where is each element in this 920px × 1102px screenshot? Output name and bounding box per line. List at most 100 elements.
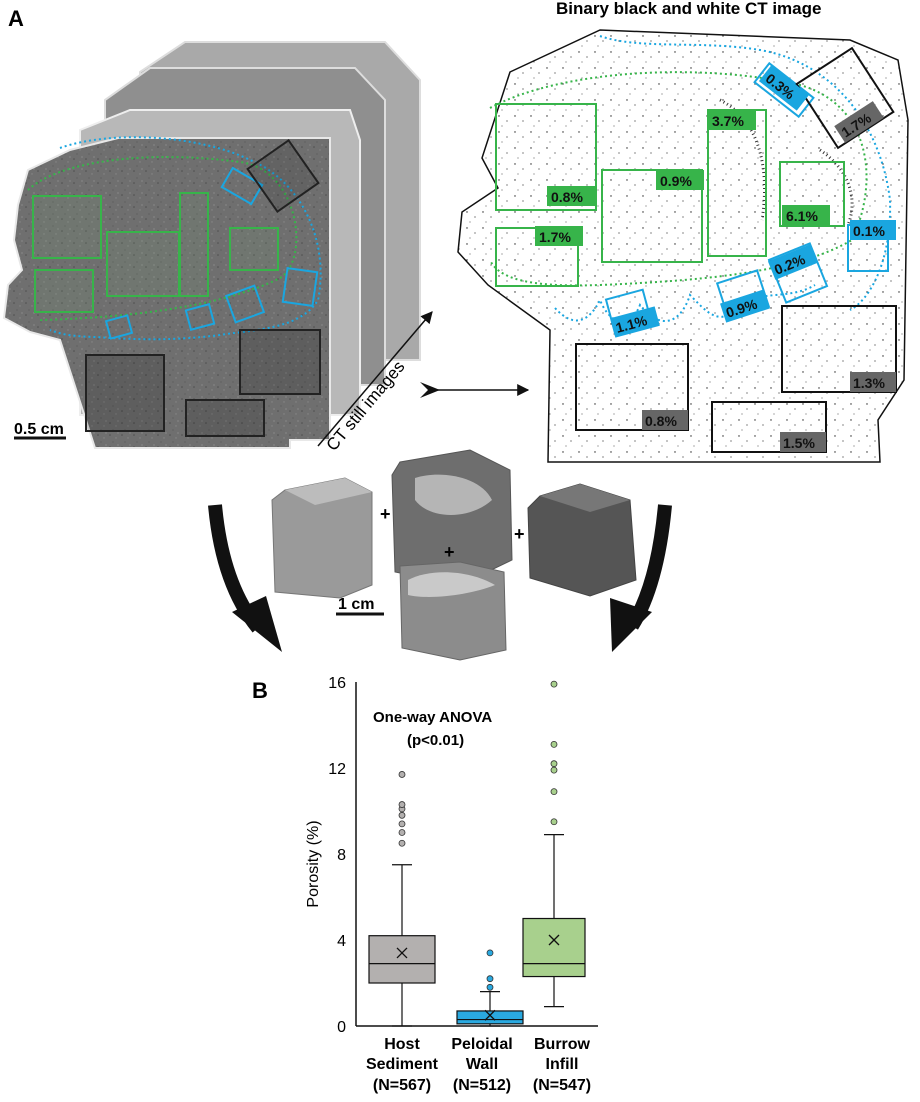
outlier-point — [398, 801, 406, 808]
anova-line-1: One-way ANOVA — [373, 709, 492, 726]
pct-green-3-bg — [656, 170, 704, 190]
sample-blocks: + + + — [271, 449, 637, 661]
pct-green-2: 1.7% — [539, 229, 571, 245]
pct-dark-3-bg — [850, 372, 896, 392]
y-tick-label: 12 — [328, 761, 346, 778]
pct-dark-1-bg — [834, 101, 884, 143]
outlier-point — [398, 839, 406, 847]
curved-arrow-right — [610, 504, 672, 652]
ct-arrow — [317, 311, 433, 447]
group-label-line1: Peloidal — [451, 1036, 512, 1053]
binary-outline — [457, 29, 909, 463]
ct-blue-box-1 — [220, 166, 264, 206]
dark-box-4 — [711, 401, 827, 453]
pct-blue-4-bg — [720, 289, 770, 323]
group-label-line1: Burrow — [534, 1036, 591, 1053]
group-label-line2: Infill — [546, 1056, 579, 1073]
ct-green-box-5 — [229, 227, 279, 271]
ct-dark-box-2 — [85, 354, 165, 432]
ct-green-box-4 — [179, 192, 209, 297]
ct-dark-box-3 — [239, 329, 321, 395]
panel-b-label: B — [252, 678, 268, 703]
pct-dark-4-bg — [780, 432, 826, 452]
outlier-point — [486, 983, 494, 991]
pct-dark-4: 1.5% — [783, 435, 815, 451]
pct-green-1: 0.8% — [551, 189, 583, 205]
binary-title: Binary black and white CT image — [556, 0, 821, 18]
box — [522, 917, 586, 978]
blue-box-1 — [753, 61, 815, 119]
sample-block-infill — [527, 483, 637, 597]
pct-dark-2: 0.8% — [645, 413, 677, 429]
outlier-point — [398, 820, 406, 828]
dark-box-1 — [795, 46, 895, 150]
green-box-5 — [779, 161, 845, 227]
pct-green-5: 6.1% — [786, 208, 818, 224]
anova-line-2: (p<0.01) — [407, 732, 464, 749]
group-label-line2: Wall — [466, 1056, 498, 1073]
dark-box-2 — [575, 343, 689, 431]
plus-2: + — [514, 524, 525, 544]
pct-dark-2-bg — [642, 410, 688, 430]
dark-box-3 — [781, 305, 897, 393]
blue-box-3 — [767, 242, 829, 304]
ct-dark-box-1 — [246, 138, 320, 214]
scale-bar-top-label: 0.5 cm — [14, 421, 64, 438]
pct-green-5-bg — [782, 205, 830, 225]
plus-3: + — [444, 542, 455, 562]
y-tick-label: 16 — [328, 675, 346, 692]
outlier-point — [550, 818, 558, 826]
outlier-point — [486, 975, 494, 983]
boxplot-chart: 0481216HostSediment(N=567)PeloidalWall(N… — [328, 675, 598, 1094]
ct-blue-box-5 — [104, 314, 134, 340]
outlier-point — [550, 760, 558, 768]
binary-ct-image: 0.8% 1.7% 0.9% 3.7% 6.1% 0.3% 0.1% 0.2% … — [457, 29, 909, 463]
group-n-label: (N=512) — [453, 1077, 511, 1094]
pct-blue-2-bg — [850, 220, 896, 240]
pct-blue-5-bg — [610, 306, 660, 338]
box — [456, 1010, 524, 1025]
y-tick-label: 0 — [337, 1019, 346, 1036]
outlier-point — [398, 811, 406, 819]
outlier-point — [550, 680, 558, 688]
burrow-dark-rim — [719, 98, 767, 221]
pct-blue-1-bg — [758, 65, 810, 111]
scale-bar-mid-label: 1 cm — [338, 596, 374, 613]
burrow-outline-green — [27, 156, 298, 321]
pct-green-1-bg — [547, 186, 595, 206]
process-arrow — [420, 382, 530, 398]
y-axis-label: Porosity (%) — [305, 820, 322, 907]
outlier-point — [398, 829, 406, 836]
pct-blue-3-bg — [767, 244, 819, 280]
ct-overlays — [27, 136, 322, 437]
pct-green-4: 3.7% — [712, 113, 744, 129]
outlier-point — [398, 771, 406, 778]
curved-arrow-left — [208, 504, 282, 652]
green-box-1 — [495, 103, 597, 211]
pct-dark-3: 1.3% — [853, 375, 885, 391]
ct-green-box-2 — [34, 269, 94, 313]
y-tick-label: 4 — [337, 933, 346, 950]
ct-green-box-3 — [106, 231, 180, 297]
group-n-label: (N=547) — [533, 1077, 591, 1094]
ct-blue-box-2 — [281, 266, 319, 308]
ct-blue-box-4 — [184, 303, 216, 331]
outlier-point — [550, 766, 558, 774]
green-box-3 — [601, 169, 703, 263]
mean-marker — [484, 1009, 496, 1021]
mean-marker — [396, 947, 408, 959]
pct-green-4-bg — [708, 110, 756, 130]
plus-1: + — [380, 504, 391, 524]
mean-marker — [548, 934, 560, 946]
group-label-line2: Sediment — [366, 1056, 439, 1073]
outlier-point — [550, 788, 558, 796]
outlier-point — [486, 949, 494, 957]
y-tick-label: 8 — [337, 847, 346, 864]
group-n-label: (N=567) — [373, 1077, 431, 1094]
ct-blue-box-3 — [224, 284, 266, 324]
box — [368, 935, 436, 984]
pct-blue-2: 0.1% — [853, 223, 885, 239]
outlier-point — [550, 740, 558, 748]
panel-a-label: A — [8, 6, 24, 31]
